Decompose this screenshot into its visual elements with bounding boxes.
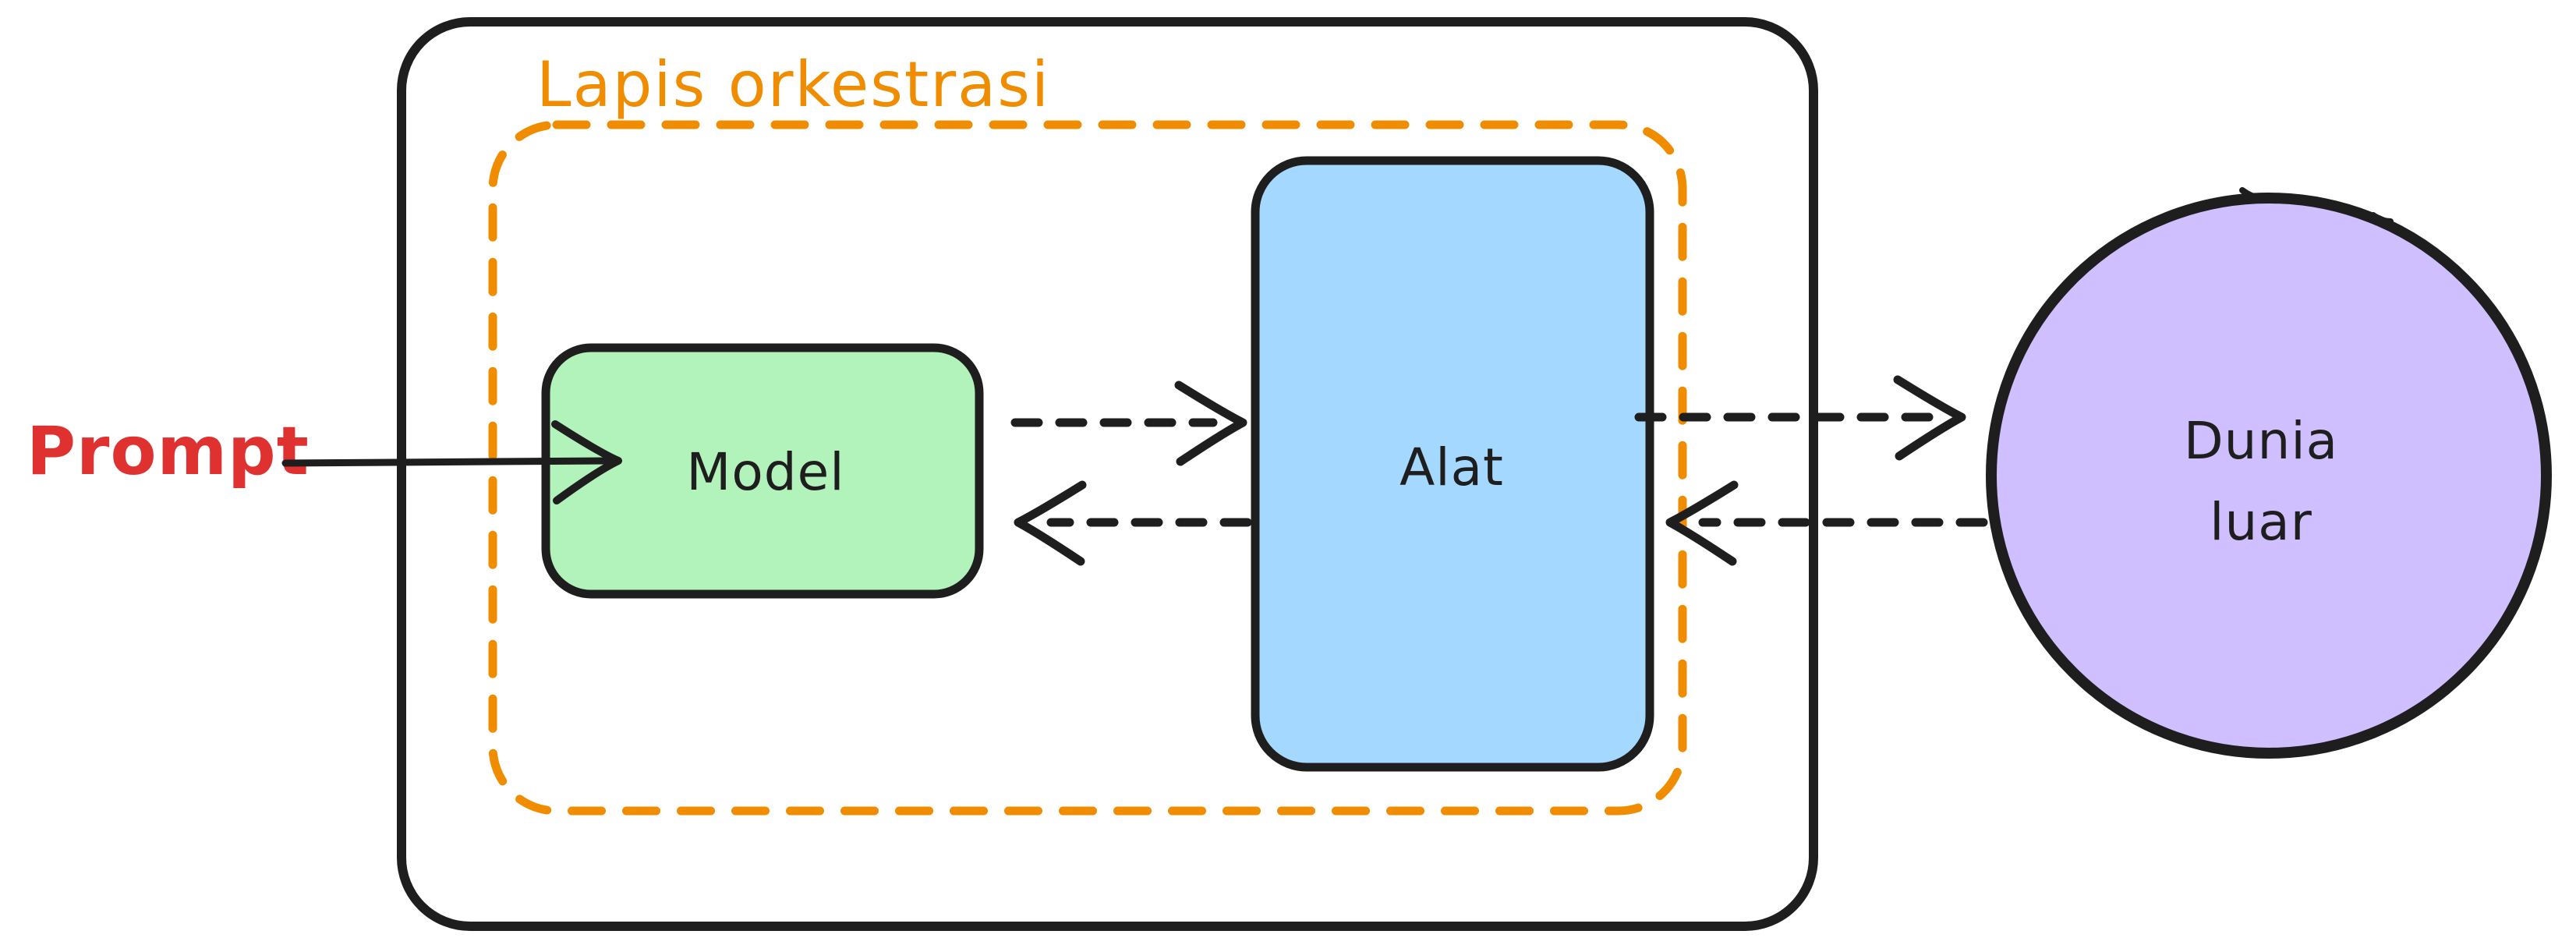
prompt-label: Prompt — [27, 412, 310, 490]
world-to-tool-arrowhead — [1665, 480, 1739, 566]
model-box — [541, 343, 984, 599]
orchestration-layer-dashed-box — [488, 120, 1687, 816]
outside-world-label-line1: Dunia — [2184, 411, 2338, 471]
circle-sketch-notch — [2239, 187, 2394, 225]
prompt-arrowhead — [551, 420, 622, 504]
outer-container-box — [397, 17, 1818, 931]
tool-to-model-arrowhead — [1014, 480, 1087, 566]
model-box-label: Model — [686, 442, 844, 502]
model-to-tool-arrowhead — [1174, 380, 1247, 466]
orchestration-layer-label: Lapis orkestrasi — [536, 48, 1050, 121]
outside-world-circle — [1986, 193, 2552, 759]
tool-box — [1251, 156, 1654, 772]
outside-world-label-line2: luar — [2210, 492, 2312, 552]
tool-to-world-arrowhead — [1893, 375, 1966, 461]
tool-box-label: Alat — [1399, 437, 1504, 497]
prompt-arrow-line — [281, 457, 614, 467]
